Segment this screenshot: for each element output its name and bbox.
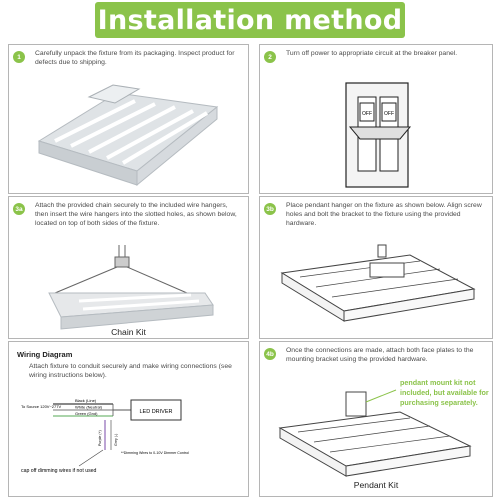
- dimming-label-purple: Purple (+): [98, 430, 102, 446]
- step-1-badge: 1: [13, 51, 25, 63]
- led-driver-label: LED DRIVER: [139, 409, 172, 415]
- step-4b-text: Once the connections are made, attach bo…: [286, 347, 474, 364]
- step-1-text: Carefully unpack the fixture from its pa…: [35, 50, 235, 67]
- step-3a-badge: 3a: [13, 203, 25, 215]
- step-4b-badge: 4b: [264, 348, 276, 360]
- breaker-panel-illustration: OFF OFF: [345, 82, 412, 188]
- step-2-text: Turn off power to appropriate circuit at…: [286, 50, 458, 57]
- step-3b-text: Place pendant hanger on the fixture as s…: [286, 202, 482, 228]
- pendant-kit-caption: Pendant Kit: [353, 480, 399, 490]
- step-2-panel: 2 Turn off power to appropriate circuit …: [259, 44, 493, 194]
- wiring-text: Attach fixture to conduit securely and m…: [29, 363, 232, 380]
- step-3b-panel: 3b Place pendant hanger on the fixture a…: [259, 196, 493, 339]
- wire-label-white: White (Neutral): [75, 405, 103, 410]
- source-label: To Source 120V~277V: [21, 404, 61, 409]
- wire-label-black: Black (Line): [75, 398, 97, 403]
- wiring-diagram: LED DRIVER Black (Line) White (Neutral) …: [21, 398, 189, 474]
- pendant-kit-illustration: [278, 389, 472, 477]
- dimming-label-grey: Grey (-): [114, 434, 118, 446]
- wiring-diagram-title: Wiring Diagram: [17, 350, 73, 359]
- step-2-badge: 2: [264, 51, 276, 63]
- step-1-panel: 1 Carefully unpack the fixture from its …: [8, 44, 249, 194]
- fixture-illustration: [37, 84, 219, 187]
- pendant-hanger-illustration: [280, 244, 476, 322]
- chain-kit-caption: Chain Kit: [111, 327, 146, 337]
- chain-kit-illustration: [48, 245, 214, 330]
- wire-label-green: Green (Gnd): [75, 411, 98, 416]
- pendant-kit-note: pendant mount kit not included, but avai…: [400, 378, 489, 407]
- breaker-off-label-right: OFF: [384, 111, 394, 117]
- step-3a-panel: 3a Attach the provided chain securely to…: [8, 196, 249, 339]
- step-4b-panel: 4b Once the connections are made, attach…: [259, 341, 493, 497]
- wiring-panel: Wiring Diagram Attach fixture to conduit…: [8, 341, 249, 497]
- cap-off-note: cap off dimming wires if not used: [21, 468, 97, 474]
- step-3b-badge: 3b: [264, 203, 276, 215]
- title-banner: Installation method: [95, 2, 405, 38]
- step-3a-text: Attach the provided chain securely to th…: [35, 202, 237, 228]
- page-title: Installation method: [97, 4, 403, 36]
- breaker-off-label-left: OFF: [362, 111, 372, 117]
- dimming-note: **Dimming Wires to 0-10V Dimmer Control: [121, 451, 189, 455]
